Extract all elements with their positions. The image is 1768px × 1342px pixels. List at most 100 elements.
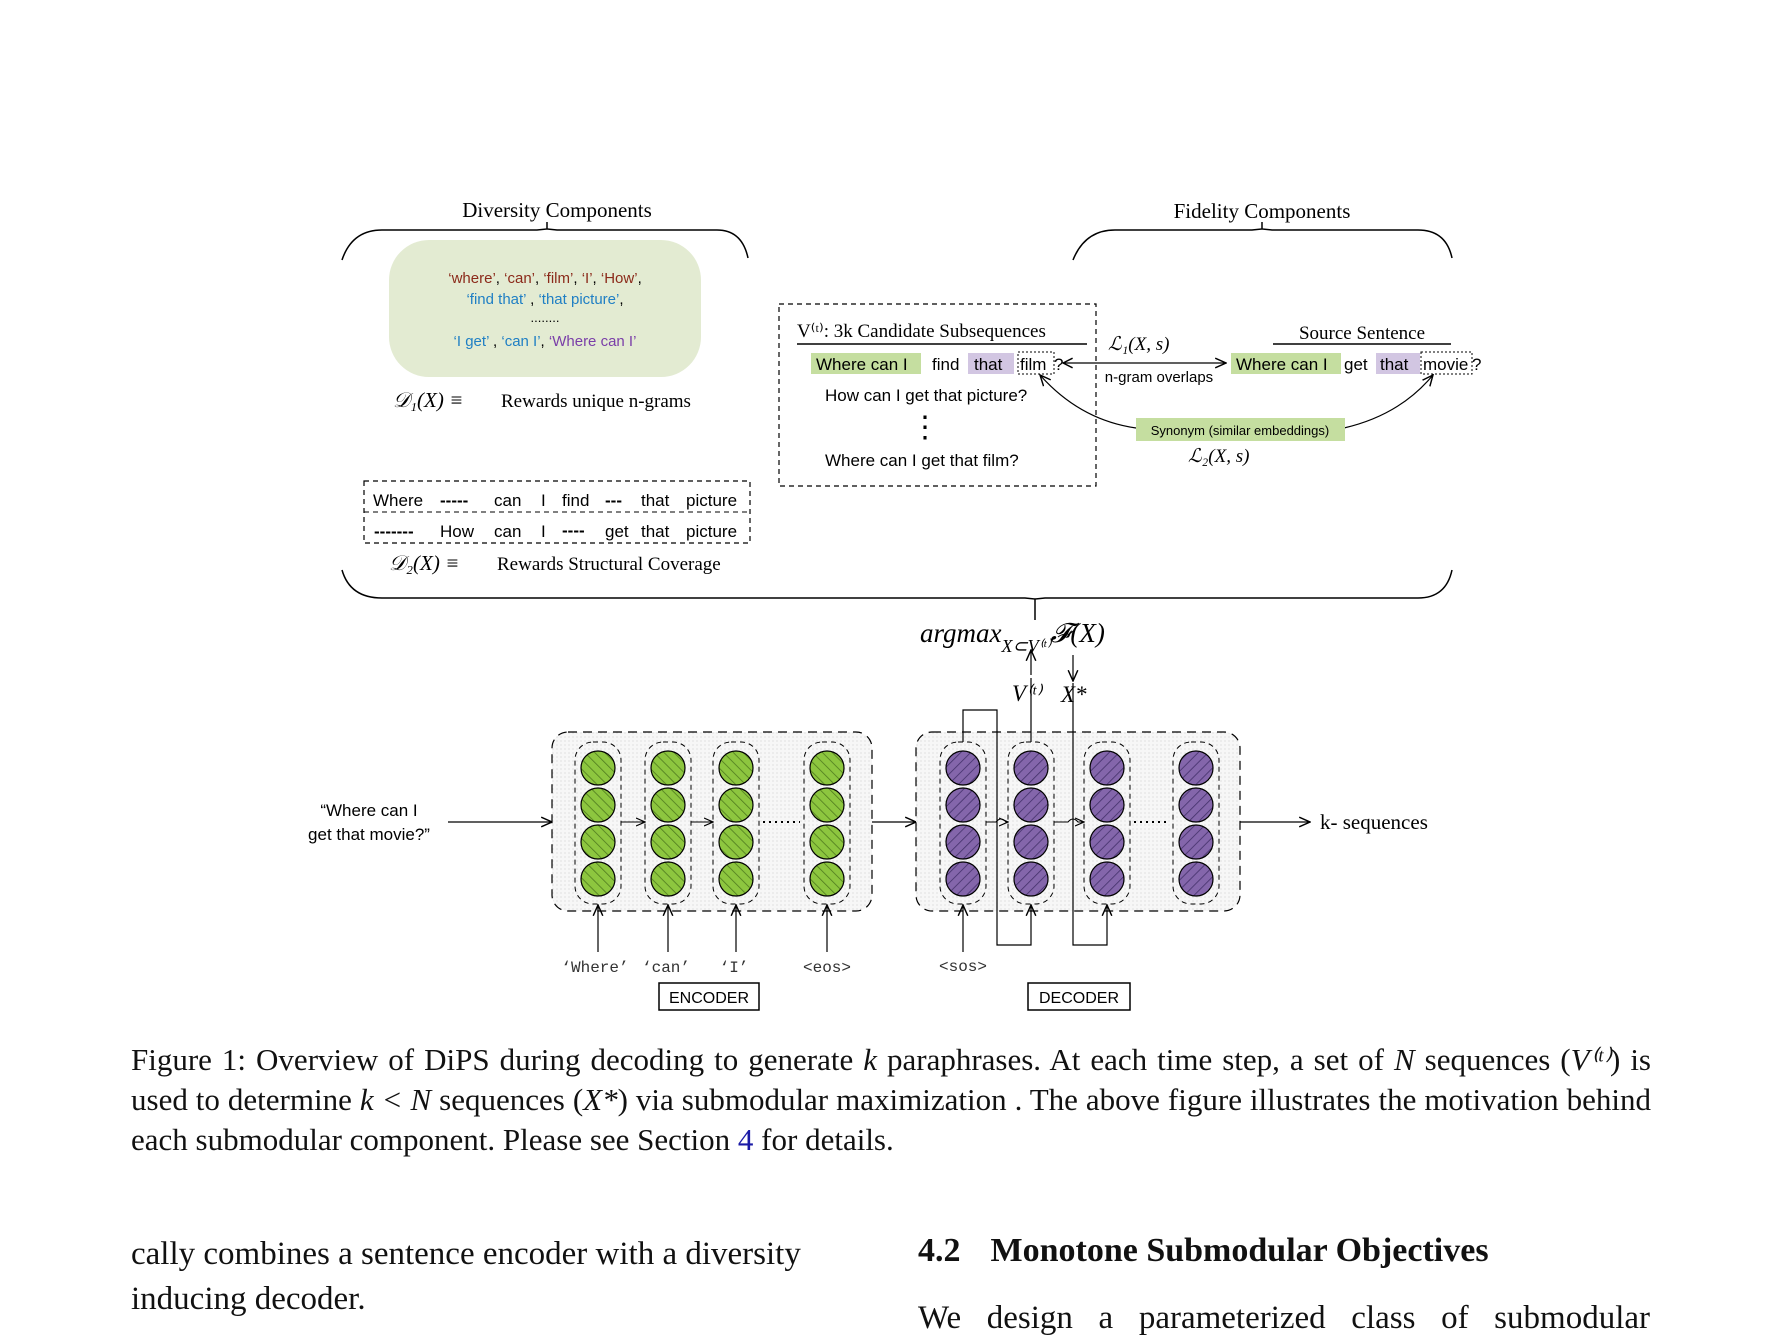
encoder-cell [650, 787, 686, 823]
encoder-label-box [658, 982, 760, 1011]
struct-gap: ------- [374, 522, 414, 541]
ngram-line-3: ‘I get’ , ‘can I’, ‘Where can I’ [454, 333, 637, 350]
ngram-line-2: ‘find that’ , ‘that picture’, [466, 291, 623, 308]
decoder-cell [1089, 824, 1125, 860]
svg-text:Where can I: Where can I [1236, 355, 1328, 374]
struct-token: that [641, 522, 670, 541]
decoder-label: DECODER [1039, 990, 1119, 1007]
svg-text:get: get [1344, 355, 1368, 374]
struct-token: can [494, 522, 521, 541]
decoder-cell [945, 787, 981, 823]
encoder-cell [650, 824, 686, 860]
decoder-cell [1089, 861, 1125, 897]
svg-text:Where can I: Where can I [816, 355, 908, 374]
decoder-cell [1178, 861, 1214, 897]
objective-f: 𝓕(X) [1050, 618, 1104, 648]
source-title: Source Sentence [1299, 323, 1425, 344]
figure-caption: Figure 1: Overview of DiPS during decodi… [131, 1042, 1651, 1157]
encoder-cell [718, 861, 754, 897]
encoder-cell [809, 787, 845, 823]
body-text-left: cally combines a sentence encoder with a… [131, 1236, 801, 1317]
struct-token: picture [686, 522, 737, 541]
d1-symbol: 𝒟₁(X) ≡ [393, 388, 463, 412]
overview-figure: Diversity Components ‘where’, ‘can’, ‘fi… [308, 198, 1481, 1011]
ngram-can-i: ‘can I’ [501, 333, 540, 350]
encoder-cell [718, 824, 754, 860]
struct-token: find [562, 491, 589, 510]
diversity-title: Diversity Components [462, 198, 652, 222]
struct-token: picture [686, 491, 737, 510]
encoder-cell [580, 824, 616, 860]
decoder-cell [945, 861, 981, 897]
encoder-column [712, 741, 760, 905]
decoder-cell [1178, 750, 1214, 786]
struct-gap: ----- [440, 491, 468, 510]
decoder-link [986, 819, 1008, 822]
decoder-cell [1013, 750, 1049, 786]
encoder-cell [650, 861, 686, 897]
body-text-right: We design a parameterized class of submo… [918, 1300, 1650, 1336]
ngram-overlap-label: n-gram overlaps [1105, 369, 1213, 386]
decoder-column [1172, 741, 1220, 905]
struct-token: can [494, 491, 521, 510]
decoder-cell [1178, 824, 1214, 860]
token-i: ‘I’ [720, 959, 749, 977]
ngram-where-can-i: ‘Where can I’ [549, 333, 637, 350]
decoder-cell [945, 824, 981, 860]
decoder-cell [1089, 750, 1125, 786]
encoder-cell [580, 750, 616, 786]
components-brace [341, 569, 1453, 620]
encoder-input-arrows [598, 905, 827, 952]
decoder-cell [1089, 787, 1125, 823]
encoder-columns [574, 741, 851, 905]
argmax-text: argmax [920, 618, 1002, 648]
encoder-cell [580, 861, 616, 897]
decoder-feedback-1 [962, 709, 1031, 946]
hl-src-where-can-i [1231, 353, 1341, 374]
svg-text:that: that [974, 355, 1003, 374]
encoder-cell [580, 787, 616, 823]
structural-row-1: Where ----- can I find --- that picture [373, 491, 737, 510]
candidates-title: V⁽ᵗ⁾: 3k Candidate Subsequences [797, 321, 1046, 342]
d1-text: Rewards unique n-grams [501, 391, 691, 412]
l1-symbol: ℒ₁(X, s) [1108, 334, 1169, 355]
ngram-box [389, 240, 701, 377]
hl-where-can-i [811, 353, 921, 374]
hl-that [968, 353, 1014, 374]
encoder-cells [580, 750, 845, 897]
encoder-cell [809, 750, 845, 786]
token-can: ‘can’ [642, 959, 690, 977]
svg-text:find: find [932, 355, 959, 374]
candidates-box [778, 303, 1097, 487]
argmax-subscript: X⊂V⁽ᵗ⁾ [1001, 636, 1053, 656]
encoder-column [574, 741, 622, 905]
struct-token: Where [373, 491, 423, 510]
decoder-label-box [1027, 982, 1131, 1011]
movie-box [1420, 351, 1473, 375]
decoder-cell [1013, 861, 1049, 897]
ngram-line-1: ‘where’, ‘can’, ‘film’, ‘I’, ‘How’, [448, 270, 641, 287]
decoder-cell [1178, 787, 1214, 823]
hl-src-that [1376, 353, 1420, 374]
candidate-1: Where can I find that film ? [816, 355, 1063, 374]
section-link[interactable]: 4 [737, 1122, 754, 1157]
token-sos: <sos> [939, 958, 987, 976]
encoder-column [803, 741, 851, 905]
synonym-arrow-right [1343, 375, 1433, 429]
ngram-find-that: ‘find that’ [466, 291, 526, 308]
encoder-cell [650, 750, 686, 786]
fidelity-brace [1072, 222, 1453, 261]
film-box [1017, 351, 1055, 375]
input-line-1: “Where can I [320, 801, 417, 820]
svg-text:?: ? [1054, 355, 1063, 374]
synonym-arrow-left [1040, 375, 1137, 429]
decoder-column [1083, 741, 1131, 905]
svg-text:movie: movie [1423, 355, 1468, 374]
ngram-dots: ........ [531, 310, 560, 325]
decoder-cell [945, 750, 981, 786]
ngram-can: ‘can’ [504, 270, 535, 287]
candidate-3: Where can I get that film? [825, 451, 1019, 470]
ngram-how: ‘How’ [601, 270, 638, 287]
synonym-label: Synonym (similar embeddings) [1151, 423, 1329, 438]
